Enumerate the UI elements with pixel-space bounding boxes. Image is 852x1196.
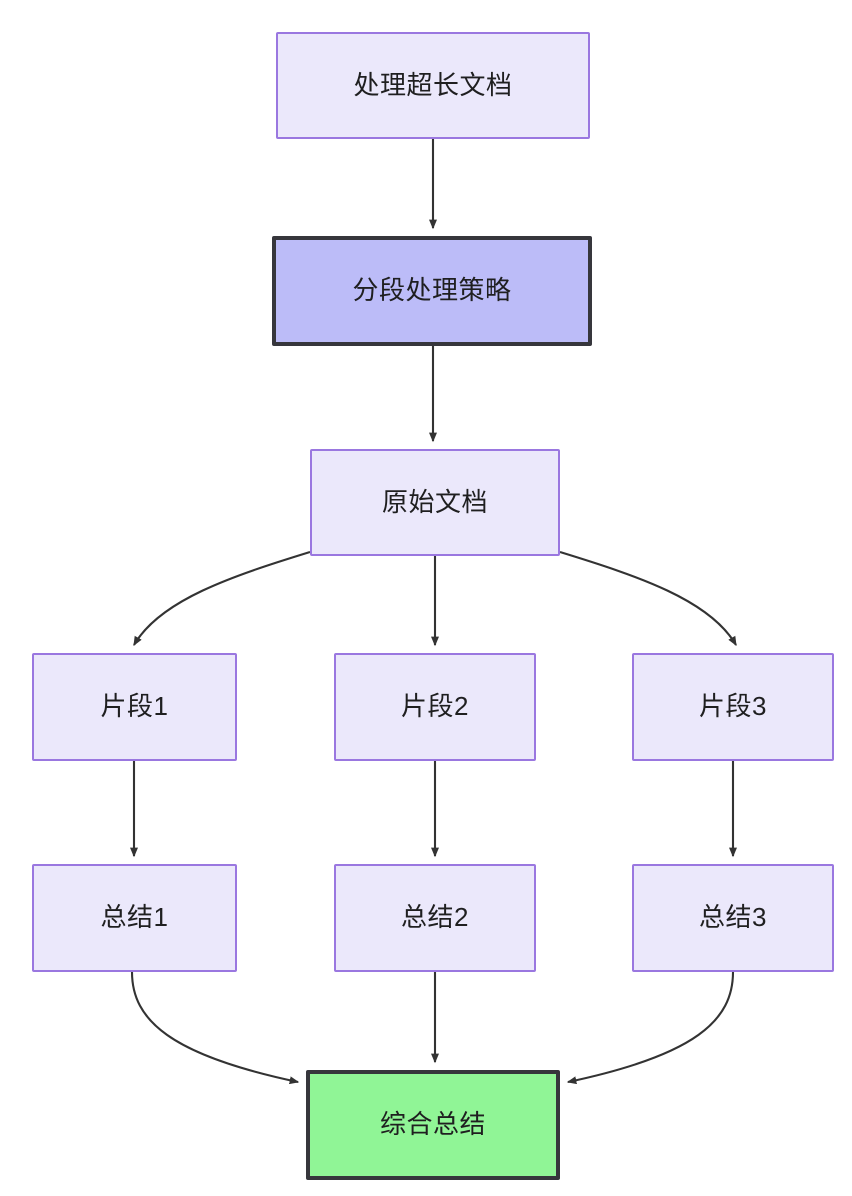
node-doc-root-label: 处理超长文档 (353, 69, 513, 100)
edge-summary-1-to-final (130, 971, 300, 1085)
node-strategy-label: 分段处理策略 (352, 275, 512, 306)
node-segment-3-label: 片段3 (699, 691, 767, 722)
node-segment-3[interactable]: 片段3 (632, 653, 834, 761)
edge-summary-3-to-final (566, 971, 735, 1085)
node-segment-2[interactable]: 片段2 (334, 653, 536, 761)
node-segment-1[interactable]: 片段1 (32, 653, 237, 761)
node-segment-2-label: 片段2 (401, 691, 469, 722)
node-final-summary-label: 综合总结 (379, 1109, 486, 1140)
node-source-doc-label: 原始文档 (381, 486, 488, 517)
node-summary-1[interactable]: 总结1 (32, 864, 237, 972)
node-segment-1-label: 片段1 (100, 691, 169, 722)
node-source-doc[interactable]: 原始文档 (310, 449, 560, 556)
edge-source-doc-to-segment-1 (133, 550, 311, 647)
node-doc-root[interactable]: 处理超长文档 (276, 32, 590, 139)
node-summary-3-label: 总结3 (699, 902, 767, 933)
edge-source-doc-to-segment-3 (559, 550, 737, 647)
node-final-summary[interactable]: 综合总结 (306, 1070, 560, 1180)
node-strategy[interactable]: 分段处理策略 (272, 236, 592, 346)
node-summary-2[interactable]: 总结2 (334, 864, 536, 972)
node-summary-2-label: 总结2 (401, 902, 469, 933)
node-summary-3[interactable]: 总结3 (632, 864, 834, 972)
node-summary-1-label: 总结1 (100, 902, 169, 933)
